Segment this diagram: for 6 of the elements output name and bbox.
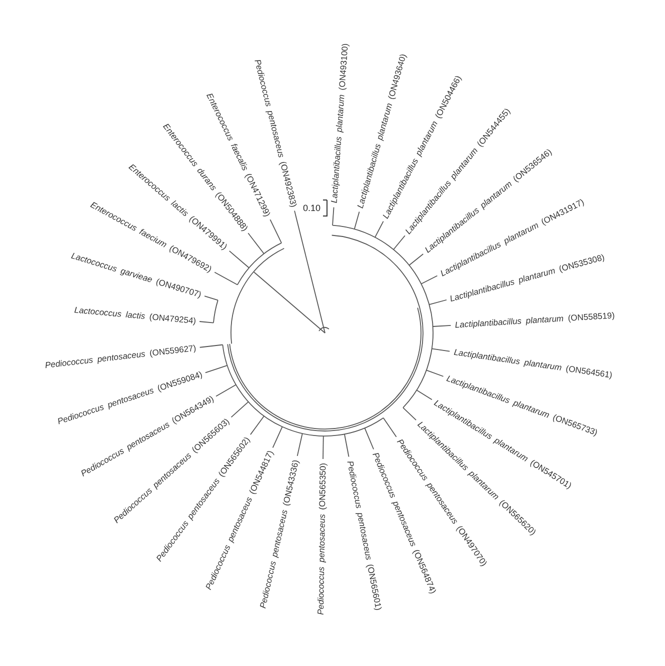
taxon-label: Lactiplantibacillus plantarum (ON558519) <box>454 311 615 330</box>
taxon-label: Pediococcus pentosaceus (ON565350) <box>316 462 328 615</box>
scale-bar-label: 0.10 <box>303 204 321 213</box>
taxon-label: Pediococcus pentosaceus (ON559627) <box>44 344 196 370</box>
taxon-label: Lactiplantibacillus plantarum (ON493100) <box>330 43 350 204</box>
taxon-label: Lactococcus lactis (ON479254) <box>74 306 196 326</box>
